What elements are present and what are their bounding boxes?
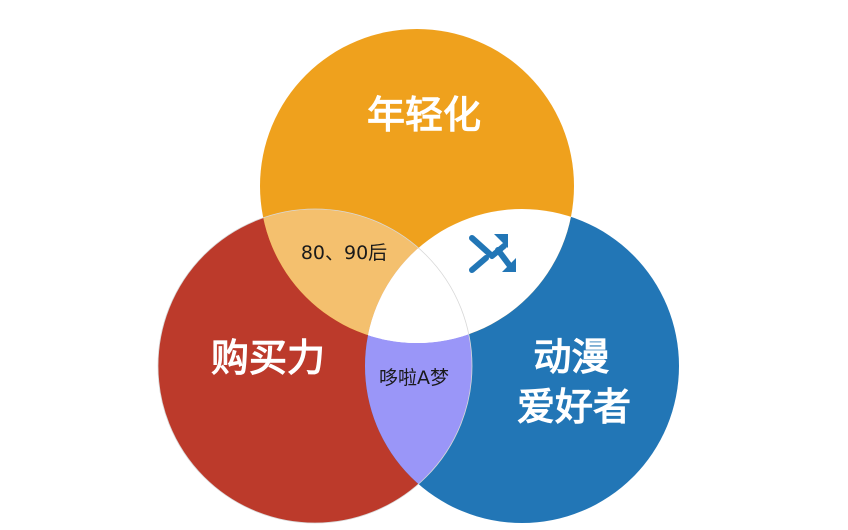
left-circle-outline — [157, 208, 473, 524]
set-label-right: 动漫 爱好者 — [517, 335, 631, 429]
set-label-left: 购买力 — [211, 336, 325, 380]
overlap-label-left-right: 哆啦A梦 — [379, 367, 449, 389]
overlap-label-top-left: 80、90后 — [301, 242, 387, 264]
set-label-top: 年轻化 — [367, 93, 481, 137]
crossing-arrows-icon — [469, 234, 516, 273]
overlap-center — [365, 209, 472, 343]
overlap-top-left — [260, 209, 472, 343]
